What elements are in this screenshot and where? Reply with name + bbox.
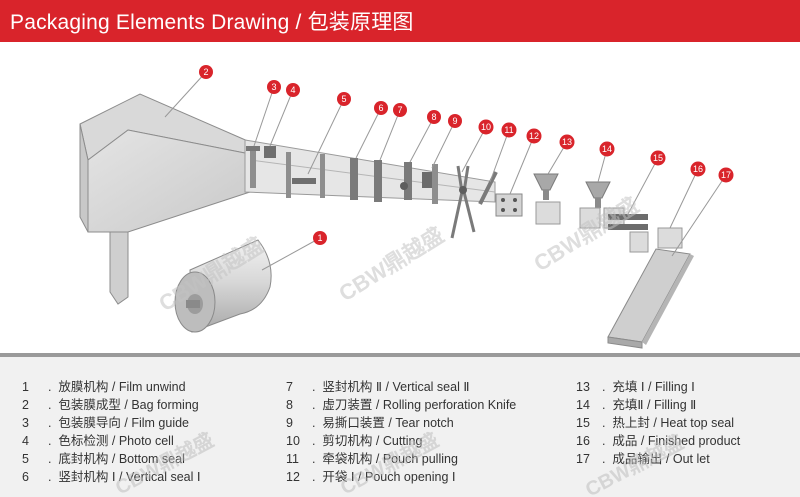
svg-text:9: 9 xyxy=(452,116,457,126)
svg-text:7: 7 xyxy=(397,105,402,115)
svg-text:17: 17 xyxy=(721,170,731,180)
legend-item-7: 7. 竖封机构 Ⅱ / Vertical seal Ⅱ xyxy=(286,380,470,394)
callout-3: 3 xyxy=(267,80,281,94)
callout-10: 10 xyxy=(478,119,494,135)
heat-top-seal-unit xyxy=(608,214,649,253)
svg-text:2: 2 xyxy=(203,67,208,77)
bottom-seal-unit xyxy=(286,152,325,198)
svg-text:13: 13 xyxy=(562,137,572,147)
callout-14: 14 xyxy=(599,141,615,157)
svg-text:8: 8 xyxy=(431,112,436,122)
legend-panel: 1. 放膜机构 / Film unwind 2. 包装膜成型 / Bag for… xyxy=(0,353,800,497)
callout-7: 7 xyxy=(393,103,407,117)
legend-item-14: 14. 充填Ⅱ / Filling Ⅱ xyxy=(576,398,697,412)
callout-16: 16 xyxy=(690,161,706,177)
cutting-unit xyxy=(450,165,476,239)
page-title: Packaging Elements Drawing / 包装原理图 xyxy=(10,11,414,34)
title-bar: Packaging Elements Drawing / 包装原理图 xyxy=(0,0,800,42)
svg-text:12: 12 xyxy=(529,131,539,141)
legend-item-8: 8. 虚刀装置 / Rolling perforation Knife xyxy=(286,398,517,412)
outlet-chute xyxy=(607,248,694,349)
photo-cell xyxy=(264,146,276,158)
callout-6: 6 xyxy=(374,101,388,115)
legend-item-9: 9. 易撕口装置 / Tear notch xyxy=(286,416,454,430)
legend-item-11: 11. 牵袋机构 / Pouch pulling xyxy=(286,452,458,466)
svg-text:5: 5 xyxy=(341,94,346,104)
legend-item-12: 12. 开袋 Ⅰ / Pouch opening Ⅰ xyxy=(286,470,456,484)
svg-text:3: 3 xyxy=(271,82,276,92)
film-roll xyxy=(174,239,272,333)
legend-item-3: 3. 包装膜导向 / Film guide xyxy=(22,416,190,430)
packaging-diagram: CBW鼎越盛 CBW鼎越盛 CBW鼎越盛 1 2 3 4 5 6 7 8 9 1… xyxy=(0,42,800,353)
legend-item-1: 1. 放膜机构 / Film unwind xyxy=(22,380,186,394)
film-guide xyxy=(246,146,260,188)
filling-1-unit xyxy=(533,173,561,225)
callout-1: 1 xyxy=(313,231,327,245)
legend-item-10: 10. 剪切机构 / Cutting xyxy=(286,434,423,448)
callout-2: 2 xyxy=(199,65,213,79)
svg-text:15: 15 xyxy=(653,153,663,163)
pouch-pulling-unit xyxy=(478,171,498,205)
legend-item-13: 13. 充填 Ⅰ / Filling Ⅰ xyxy=(576,380,695,394)
callout-9: 9 xyxy=(448,114,462,128)
callout-12: 12 xyxy=(526,128,542,144)
legend-item-2: 2. 包装膜成型 / Bag forming xyxy=(22,398,199,412)
legend-item-15: 15. 热上封 / Heat top seal xyxy=(576,416,734,430)
svg-text:14: 14 xyxy=(602,144,612,154)
svg-text:10: 10 xyxy=(481,122,491,132)
vertical-seal-1 xyxy=(350,158,358,200)
vertical-seal-2 xyxy=(374,160,382,202)
legend-item-5: 5. 底封机构 / Bottom seal xyxy=(22,452,185,466)
svg-text:11: 11 xyxy=(504,125,513,135)
legend-item-16: 16. 成品 / Finished product xyxy=(576,434,741,448)
callout-13: 13 xyxy=(559,134,575,150)
callout-11: 11 xyxy=(501,122,517,138)
watermark: CBW鼎越盛 xyxy=(334,222,448,306)
callout-8: 8 xyxy=(427,110,441,124)
tear-notch-unit xyxy=(422,164,438,204)
legend-item-6: 6. 竖封机构 Ⅰ / Vertical seal Ⅰ xyxy=(22,470,201,484)
svg-text:4: 4 xyxy=(290,85,295,95)
svg-text:6: 6 xyxy=(378,103,383,113)
callout-5: 5 xyxy=(337,92,351,106)
callout-15: 15 xyxy=(650,150,666,166)
svg-text:1: 1 xyxy=(317,233,322,243)
leader-lines xyxy=(164,71,727,271)
perforation-knife xyxy=(400,162,412,200)
bag-forming-shoulder xyxy=(79,93,251,305)
legend-item-4: 4. 色标检测 / Photo cell xyxy=(22,434,174,448)
finished-products xyxy=(657,227,683,249)
svg-text:16: 16 xyxy=(693,164,703,174)
callout-17: 17 xyxy=(718,167,734,183)
legend-item-17: 17. 成品输出 / Out let xyxy=(576,452,710,466)
pouch-opening-unit xyxy=(495,193,523,217)
callout-4: 4 xyxy=(286,83,300,97)
